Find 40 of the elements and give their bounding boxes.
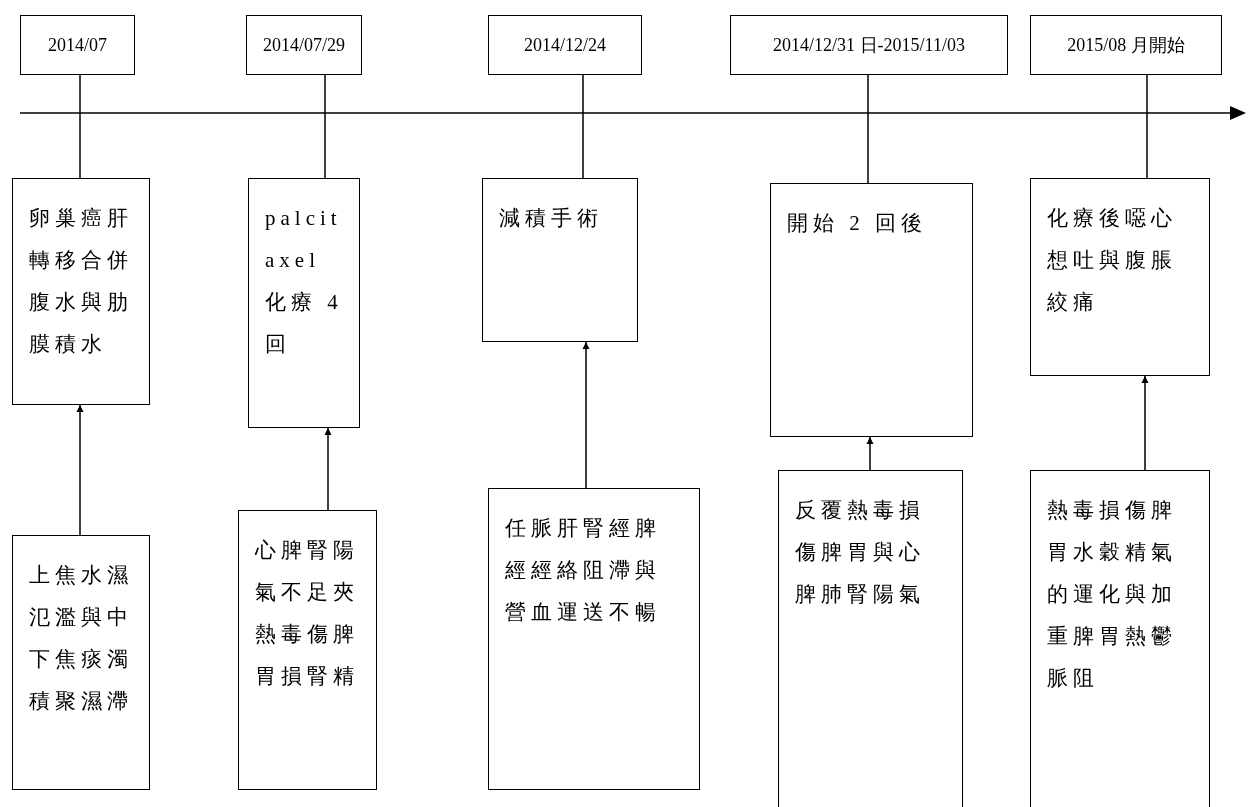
box-text: 卵巢癌肝轉移合併腹水與肋膜積水 bbox=[28, 205, 134, 358]
date-box bbox=[1030, 15, 1222, 75]
arrow bbox=[582, 341, 590, 489]
connector-line bbox=[582, 74, 584, 179]
box-text: 減積手術 bbox=[498, 205, 604, 232]
box-text: 反覆熱毒損傷脾胃與心脾肺腎陽氣 bbox=[794, 497, 926, 608]
box-text: 化療後噁心想吐與腹脹絞痛 bbox=[1046, 205, 1178, 316]
arrow bbox=[76, 404, 84, 536]
event-box bbox=[1030, 178, 1210, 376]
event-box bbox=[12, 178, 150, 405]
date-text: 2014/07 bbox=[47, 34, 108, 56]
diagnosis-box bbox=[488, 488, 700, 790]
diagnosis-box bbox=[778, 470, 963, 807]
event-box bbox=[248, 178, 360, 428]
diagnosis-box bbox=[238, 510, 377, 790]
diagnosis-box bbox=[12, 535, 150, 790]
connector-line bbox=[324, 74, 326, 179]
date-box bbox=[730, 15, 1008, 75]
date-box bbox=[246, 15, 362, 75]
arrow bbox=[866, 436, 874, 471]
connector-line bbox=[867, 74, 869, 184]
date-text: 2014/07/29 bbox=[262, 34, 346, 56]
box-text: 任脈肝腎經脾經經絡阻滯與營血運送不暢 bbox=[504, 515, 662, 626]
connector-line bbox=[79, 74, 81, 179]
diagnosis-box bbox=[1030, 470, 1210, 807]
arrow bbox=[1141, 375, 1149, 471]
box-text: palcitaxel 化療 4 回 bbox=[264, 205, 344, 358]
date-box bbox=[20, 15, 135, 75]
event-box bbox=[770, 183, 973, 437]
box-text: 開始 2 回後 bbox=[786, 210, 928, 237]
date-text: 2014/12/31 日-2015/11/03 bbox=[772, 34, 966, 57]
box-text: 心脾腎陽氣不足夾熱毒傷脾胃損腎精 bbox=[253, 537, 360, 690]
box-text: 上焦水濕氾濫與中下焦痰濁積聚濕滯 bbox=[28, 562, 134, 715]
date-box bbox=[488, 15, 642, 75]
date-text: 2014/12/24 bbox=[523, 34, 607, 56]
arrow bbox=[324, 427, 332, 511]
date-text: 2015/08 月開始 bbox=[1066, 34, 1186, 57]
event-box bbox=[482, 178, 638, 342]
connector-line bbox=[1146, 74, 1148, 179]
box-text: 熱毒損傷脾胃水穀精氣的運化與加重脾胃熱鬱脈阻 bbox=[1046, 497, 1178, 692]
